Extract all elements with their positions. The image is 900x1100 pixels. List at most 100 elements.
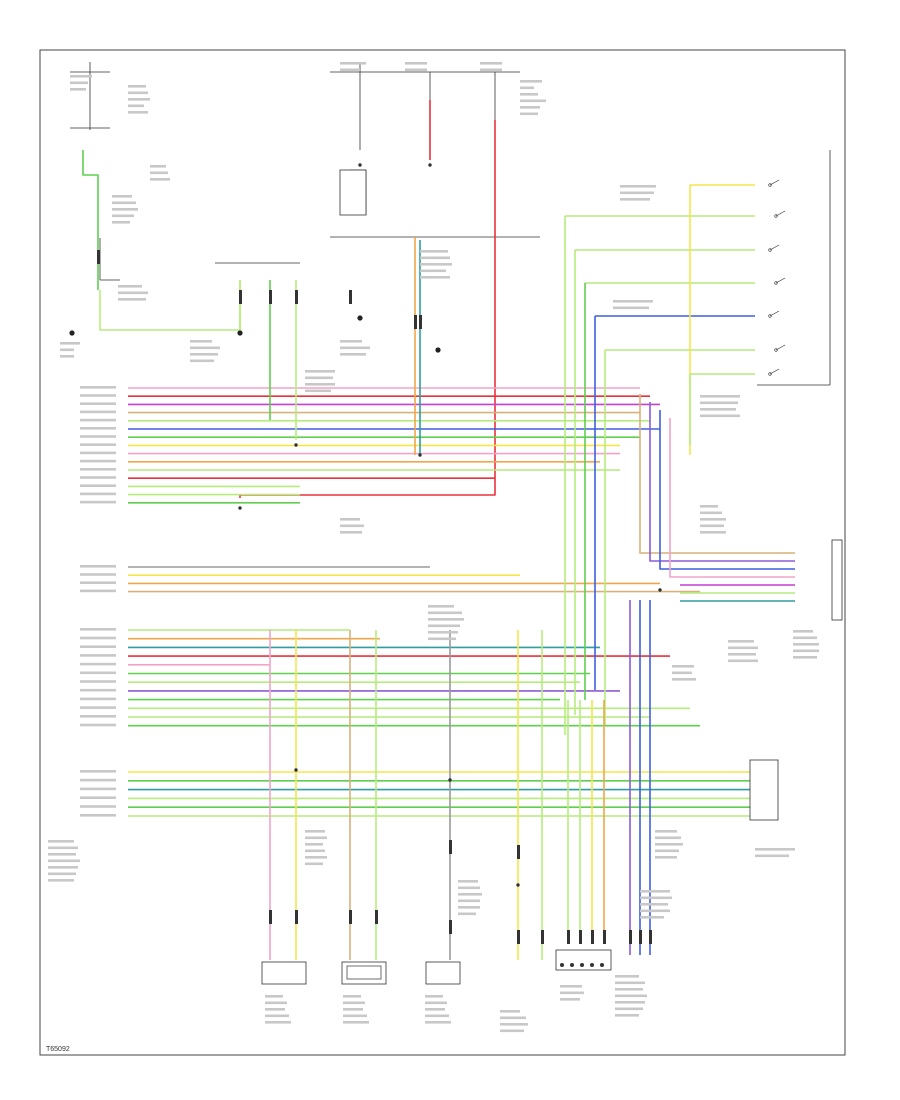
pin-label (80, 500, 116, 504)
component-label (793, 656, 817, 659)
diagram-code: T65092 (46, 1046, 70, 1053)
component-label (340, 524, 364, 528)
component-label (112, 195, 132, 198)
pin-label (80, 796, 116, 799)
component-label (655, 836, 681, 840)
component-label (700, 531, 726, 534)
component-label (428, 631, 458, 634)
pin-label (80, 565, 116, 568)
splice-dot (294, 768, 298, 772)
pin-label (80, 484, 116, 487)
component-label (70, 88, 86, 91)
pin-label (80, 787, 116, 791)
component-label (458, 880, 478, 883)
component-label (60, 348, 74, 352)
component-label (190, 346, 220, 350)
solenoid-coil-icon (346, 965, 382, 980)
pin-label (80, 418, 116, 422)
component-label (500, 1029, 524, 1033)
component-label (425, 1001, 447, 1005)
splice-dot (428, 163, 432, 167)
wire (669, 418, 680, 578)
component-label (305, 376, 333, 380)
component-label (458, 893, 482, 896)
component-label (128, 85, 146, 88)
component-label (60, 355, 74, 358)
switch-contact-icon (768, 372, 772, 376)
component-label (655, 849, 679, 853)
component-label (128, 104, 144, 108)
pin-label (80, 468, 116, 471)
component-label (615, 988, 643, 991)
component-label (480, 62, 502, 65)
component-label (70, 81, 88, 85)
component-label (150, 171, 168, 175)
component-label (112, 214, 134, 218)
component-label (265, 1008, 285, 1011)
splice-dot (448, 778, 452, 782)
component-label (620, 198, 650, 201)
component-label (613, 300, 653, 303)
component-label (343, 1021, 369, 1024)
pin-label (80, 492, 116, 496)
switch-contact-icon (774, 281, 778, 285)
pin-label (80, 435, 116, 438)
component-label (340, 531, 362, 534)
component-label (112, 221, 130, 224)
component-label (428, 605, 454, 608)
wire-connector (419, 315, 422, 329)
switch-blade-icon (775, 210, 786, 217)
component-label (425, 995, 443, 998)
component-label (305, 849, 325, 853)
component-label (728, 653, 756, 656)
side-connector-box (831, 539, 843, 621)
component-label (340, 518, 360, 521)
component-label (70, 75, 92, 78)
component-label (343, 1014, 367, 1018)
pin-label (80, 697, 116, 701)
component-label (48, 859, 80, 863)
solenoid-box (341, 961, 387, 985)
solenoid-box (261, 961, 307, 985)
component-labels (48, 62, 819, 1033)
component-label (128, 111, 148, 114)
component-label (420, 276, 450, 279)
switch-blade-icon (769, 368, 780, 375)
pin-label (80, 636, 116, 640)
component-label (405, 62, 427, 65)
component-label (48, 840, 74, 843)
pin-label (80, 654, 116, 657)
component-label (700, 511, 722, 515)
pin-label (80, 671, 116, 675)
wire-connector (414, 315, 417, 329)
wire-connector (579, 930, 582, 944)
component-label (112, 201, 136, 205)
connector-pin-icon (590, 963, 594, 967)
component-label (343, 995, 361, 998)
diagram-border (39, 49, 846, 1056)
wire-connector (295, 910, 298, 924)
component-label (755, 854, 789, 858)
component-label (265, 1001, 287, 1005)
component-label (793, 649, 819, 653)
wire-connector (629, 930, 632, 944)
switch-blade-icon (769, 179, 780, 186)
component-label (728, 640, 754, 643)
wire-connector (603, 930, 606, 944)
component-label (60, 342, 80, 345)
component-label (755, 848, 795, 851)
wire-connector (349, 290, 352, 304)
switch-blade-icon (775, 344, 786, 351)
component-label (655, 830, 677, 833)
sensor-box (425, 961, 461, 985)
component-label (265, 1021, 291, 1024)
component-label (48, 879, 74, 882)
component-label (128, 98, 150, 101)
component-label (305, 843, 323, 846)
component-label (655, 856, 677, 859)
component-label (672, 671, 692, 675)
connector-pin-icon (570, 963, 574, 967)
wire-connector (97, 250, 100, 264)
component-label (343, 1001, 365, 1005)
